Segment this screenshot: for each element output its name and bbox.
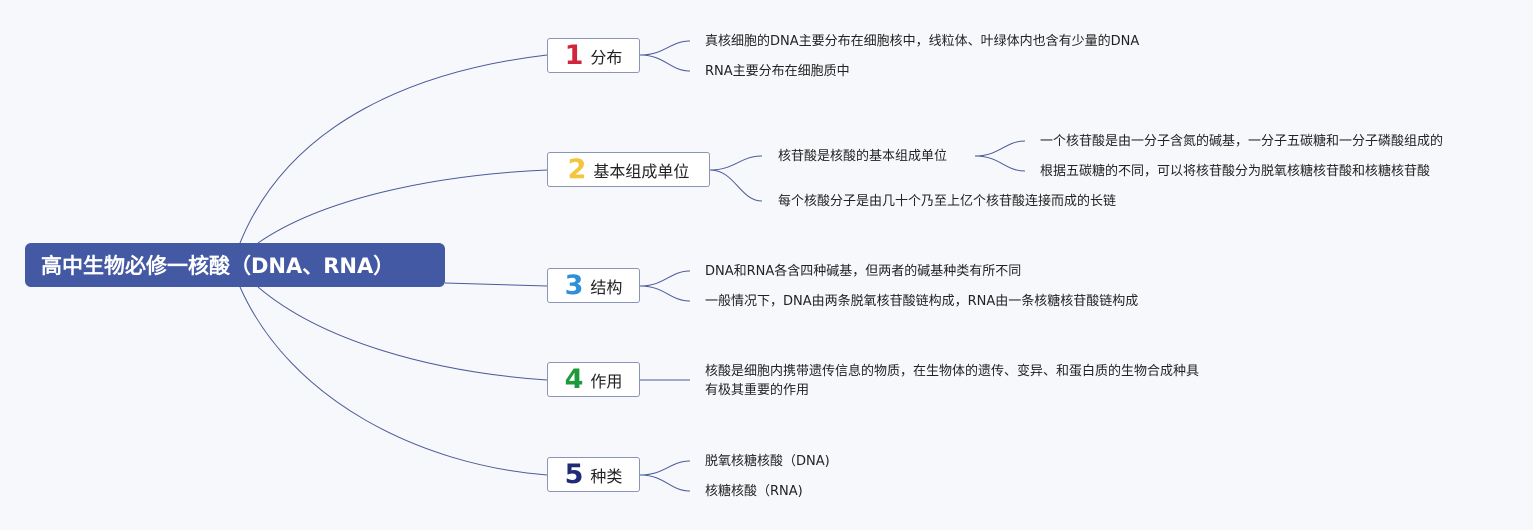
link-root-branch-4 (257, 286, 548, 381)
branch-function[interactable]: 4 作用 (547, 362, 640, 397)
link-b2c1-g1 (974, 140, 1026, 157)
link-root-branch-1 (239, 54, 548, 244)
link-b1-c2 (639, 54, 691, 72)
link-b5-c2 (639, 474, 691, 492)
leaf-topic[interactable]: 一个核苷酸是由一分子含氮的碱基，一分子五碳糖和一分子磷酸组成的 (1040, 134, 1444, 149)
link-b2c1-g2 (974, 155, 1026, 172)
link-b1-c1 (639, 40, 691, 56)
branch-structure[interactable]: 3 结构 (547, 268, 640, 303)
branch-label: 分布 (590, 47, 623, 67)
root-title: 高中生物必修一核酸（DNA、RNA） (41, 254, 395, 278)
link-b2-c1 (709, 155, 763, 171)
leaf-topic[interactable]: 脱氧核糖核酸（DNA) (705, 454, 830, 469)
leaf-topic[interactable]: DNA和RNA各含四种碱基，但两者的碱基种类有所不同 (705, 264, 1022, 279)
branch-number-3: 3 (564, 270, 584, 301)
leaf-topic[interactable]: 核酸是细胞内携带遗传信息的物质，在生物体的遗传、变异、和蛋白质的生物合成种具有极… (705, 364, 1200, 398)
leaf-topic[interactable]: 一般情况下，DNA由两条脱氧核苷酸链构成，RNA由一条核糖核苷酸链构成 (705, 294, 1139, 309)
branch-number-1: 1 (564, 40, 584, 71)
branch-label: 作用 (590, 371, 623, 391)
branch-number-4: 4 (564, 364, 584, 395)
branch-label: 结构 (590, 277, 623, 297)
link-root-branch-3 (444, 282, 548, 287)
link-root-branch-5 (239, 286, 548, 476)
link-b3-c1 (639, 270, 691, 287)
link-b2-c2 (709, 169, 763, 202)
link-b5-c1 (639, 460, 691, 476)
leaf-topic[interactable]: 核苷酸是核酸的基本组成单位 (778, 149, 948, 164)
branch-distribution[interactable]: 1 分布 (547, 38, 640, 73)
branch-label: 种类 (590, 466, 623, 486)
leaf-topic[interactable]: RNA主要分布在细胞质中 (705, 64, 850, 79)
branch-basic-unit[interactable]: 2 基本组成单位 (547, 152, 710, 187)
link-root-branch-2 (257, 169, 548, 244)
branch-types[interactable]: 5 种类 (547, 457, 640, 492)
branch-label: 基本组成单位 (593, 161, 690, 181)
leaf-topic[interactable]: 真核细胞的DNA主要分布在细胞核中，线粒体、叶绿体内也含有少量的DNA (705, 34, 1140, 49)
link-b3-c2 (639, 285, 691, 302)
root-topic[interactable]: 高中生物必修一核酸（DNA、RNA） (25, 243, 445, 287)
leaf-topic[interactable]: 每个核酸分子是由几十个乃至上亿个核苷酸连接而成的长链 (778, 194, 1117, 209)
leaf-topic[interactable]: 核糖核酸（RNA) (705, 484, 803, 499)
leaf-topic[interactable]: 根据五碳糖的不同，可以将核苷酸分为脱氧核糖核苷酸和核糖核苷酸 (1040, 164, 1431, 179)
branch-number-5: 5 (564, 459, 584, 490)
branch-number-2: 2 (567, 154, 587, 185)
